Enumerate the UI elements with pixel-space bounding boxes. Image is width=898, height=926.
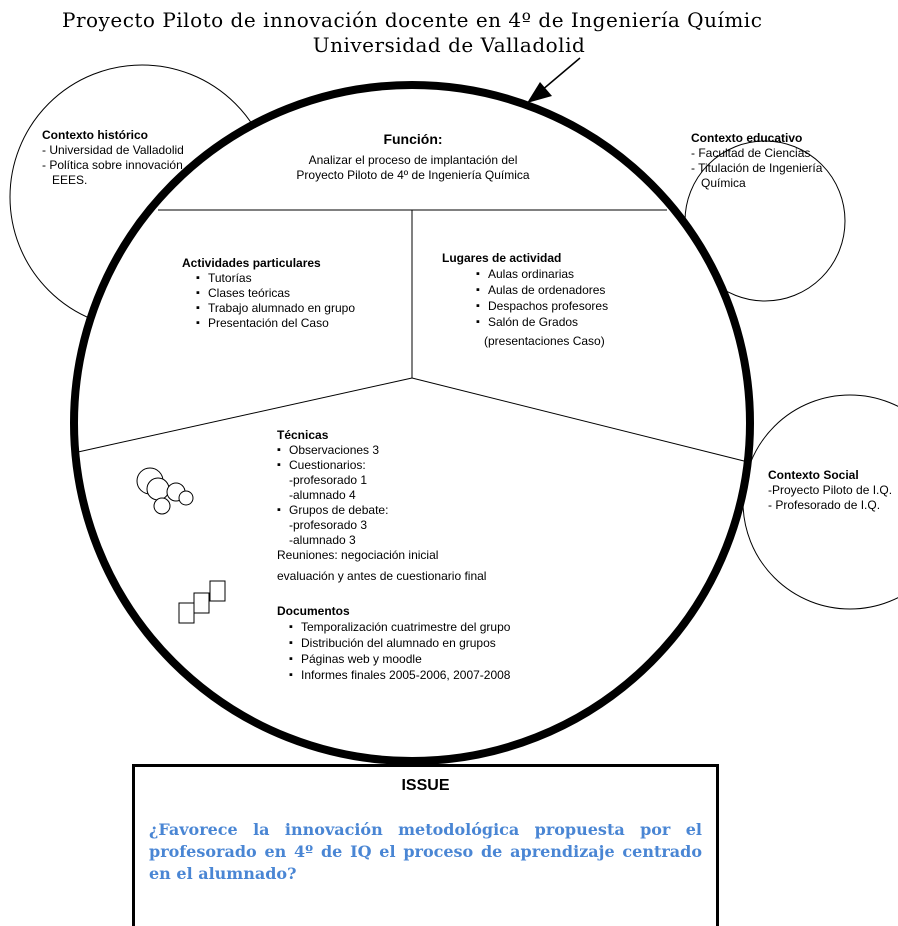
actividades-heading: Actividades particulares [182,256,321,270]
contexto-social-item: -Proyecto Piloto de I.Q. [768,483,893,497]
contexto-historico-item: EEES. [52,173,88,187]
main-circle [70,81,754,765]
funcion-text: Proyecto Piloto de 4º de Ingeniería Quím… [296,168,530,182]
contexto-educativo-heading: Contexto educativo [691,131,803,145]
divider-right [411,377,749,463]
actividades-item: Tutorías [196,271,355,286]
lugares-item: Aulas de ordenadores [476,282,608,298]
documentos: Documentos Temporalización cuatrimestre … [277,604,510,683]
lugares: Lugares de actividad Aulas ordinarias Au… [442,251,608,349]
tecnicas-sub: -profesorado 1 [289,473,368,487]
title-arrow-head [527,82,552,103]
tecnicas-item: Observaciones 3 [277,443,486,458]
actividades: Actividades particulares Tutorías Clases… [182,256,355,331]
title-line-2: Universidad de Valladolid [312,33,586,57]
tecnicas-reuniones: evaluación y antes de cuestionario final [277,569,487,583]
funcion-heading: Función: [383,131,443,147]
funcion: Función: Analizar el proceso de implanta… [258,132,568,183]
tecnicas-sub: -alumnado 3 [289,533,356,547]
contexto-social-heading: Contexto Social [768,468,859,482]
documentos-item: Informes finales 2005-2006, 2007-2008 [289,667,510,683]
tecnicas-item: Grupos de debate: [277,503,486,518]
tecnicas-reuniones: Reuniones: negociación inicial [277,548,439,562]
contexto-educativo-item: - Titulación de Ingeniería [691,161,823,175]
contexto-social: Contexto Social -Proyecto Piloto de I.Q.… [768,468,892,513]
actividades-item: Clases teóricas [196,286,355,301]
documentos-heading: Documentos [277,604,350,618]
contexto-historico: Contexto histórico - Universidad de Vall… [42,128,184,188]
contexto-educativo-item: - Facultad de Ciencias [691,146,811,160]
actividades-item: Presentación del Caso [196,316,355,331]
title-line-1: Proyecto Piloto de innovación docente en… [62,8,763,32]
documentos-item: Temporalización cuatrimestre del grupo [289,619,510,635]
bubbles-icon [136,467,194,515]
documents-icon [178,580,226,624]
issue-question: ¿Favorece la innovación metodológica pro… [149,820,702,883]
issue-heading: ISSUE [401,777,450,794]
divider-left [77,377,413,453]
tecnicas: Técnicas Observaciones 3 Cuestionarios: … [277,428,486,584]
lugares-item: Aulas ordinarias [476,266,608,282]
contexto-historico-item: - Política sobre innovación [42,158,183,172]
contexto-historico-item: - Universidad de Valladolid [42,143,184,157]
tecnicas-sub: -alumnado 4 [289,488,356,502]
contexto-historico-heading: Contexto histórico [42,128,149,142]
contexto-social-item: - Profesorado de I.Q. [768,498,881,512]
lugares-heading: Lugares de actividad [442,251,562,265]
tecnicas-sub: -profesorado 3 [289,518,368,532]
tecnicas-item: Cuestionarios: [277,458,486,473]
contexto-educativo: Contexto educativo - Facultad de Ciencia… [691,131,822,191]
contexto-educativo-item: Química [701,176,746,190]
funcion-text: Analizar el proceso de implantación del [308,153,518,167]
issue-box: ISSUE ¿Favorece la innovación metodológi… [132,764,719,926]
lugares-item: Despachos profesores [476,298,608,314]
tecnicas-heading: Técnicas [277,428,329,442]
documentos-item: Páginas web y moodle [289,651,510,667]
actividades-item: Trabajo alumnado en grupo [196,301,355,316]
documentos-item: Distribución del alumnado en grupos [289,635,510,651]
lugares-item: Salón de Grados [476,314,608,330]
lugares-note: (presentaciones Caso) [484,334,605,348]
